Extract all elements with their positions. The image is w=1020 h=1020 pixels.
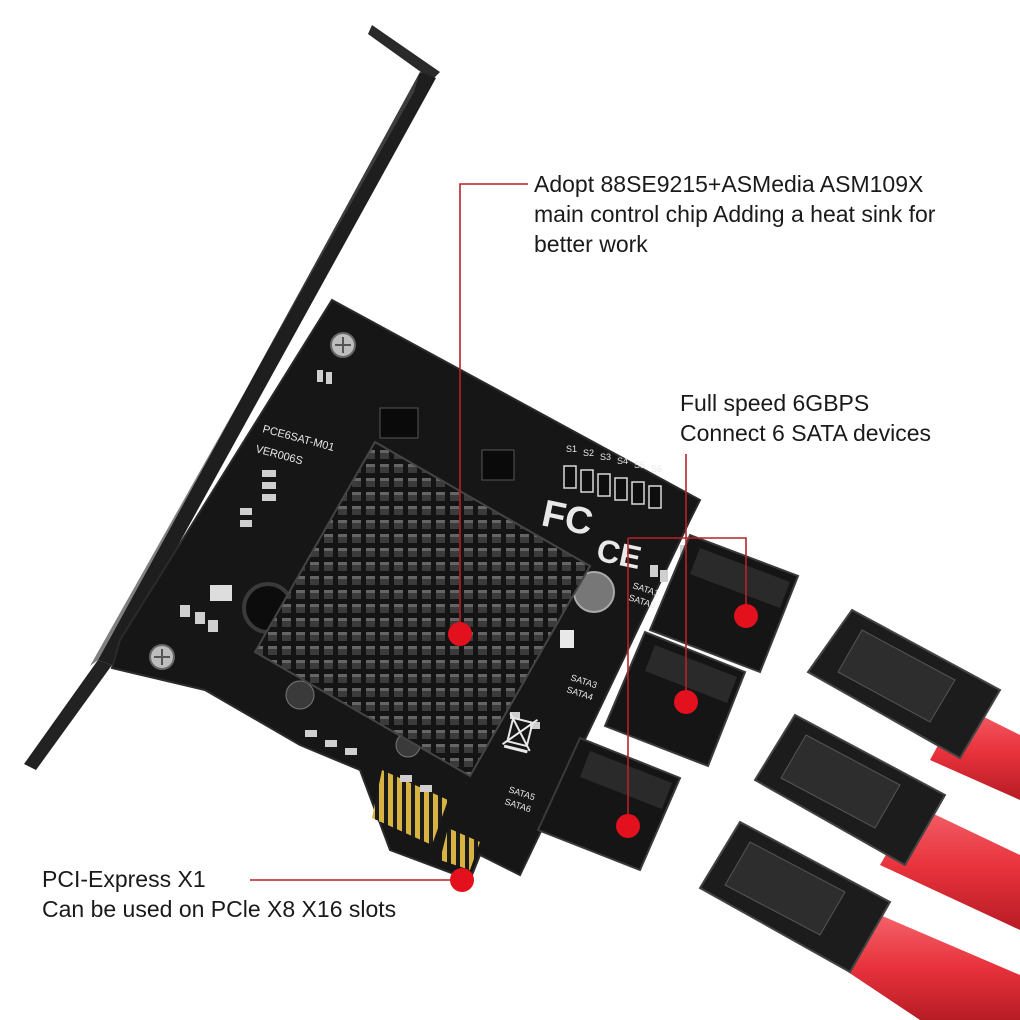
pcie-bracket (24, 25, 440, 770)
chip-callout-line-1: Adopt 88SE9215+ASMedia ASM109X (534, 171, 924, 197)
controller-chips (210, 407, 615, 758)
sata-callout: Full speed 6GBPS Connect 6 SATA devices (680, 388, 931, 448)
chip-callout-line-3: better work (534, 231, 648, 257)
led-label-4: S4 (617, 456, 628, 466)
weee-bin-icon (501, 712, 539, 754)
callout-leader-lines (250, 183, 747, 881)
led-label-5: S5 (634, 460, 645, 470)
sata34-callout-dot (674, 690, 698, 714)
led-label-6: S6 (651, 464, 662, 474)
status-led-row: S1 S2 S3 S4 S5 S6 (563, 444, 662, 509)
chip-callout-dot (448, 622, 472, 646)
led-label-3: S3 (600, 452, 611, 462)
heat-sink (253, 440, 592, 778)
status-led-5 (631, 481, 645, 505)
pcie-callout-line-1: PCI-Express X1 (42, 866, 206, 892)
status-led-3 (597, 473, 611, 497)
fcc-mark: FC (538, 493, 596, 545)
mounting-screw-icon (149, 332, 356, 670)
pcie-callout: PCI-Express X1 Can be used on PCle X8 X1… (42, 864, 396, 924)
sata56-callout-dot (616, 814, 640, 838)
sata-callout-line-2: Connect 6 SATA devices (680, 420, 932, 446)
status-led-2 (580, 469, 594, 493)
sata-cables (698, 608, 1020, 1020)
led-label-1: S1 (566, 444, 577, 454)
status-led-1 (563, 465, 577, 489)
pcie-gold-fingers (372, 770, 448, 845)
chip-callout-line-2: main control chip Adding a heat sink for (534, 201, 936, 227)
status-led-4 (614, 477, 628, 501)
chip-callout: Adopt 88SE9215+ASMedia ASM109X main cont… (534, 169, 935, 259)
sata-callout-line-1: Full speed 6GBPS (680, 390, 870, 416)
callout-dots (448, 604, 758, 892)
pcie-callout-line-2: Can be used on PCle X8 X16 slots (42, 896, 397, 922)
pcie-callout-dot (450, 868, 474, 892)
sata-ports (536, 533, 800, 872)
led-label-2: S2 (583, 448, 594, 458)
status-led-6 (648, 485, 662, 509)
sata12-callout-dot (734, 604, 758, 628)
